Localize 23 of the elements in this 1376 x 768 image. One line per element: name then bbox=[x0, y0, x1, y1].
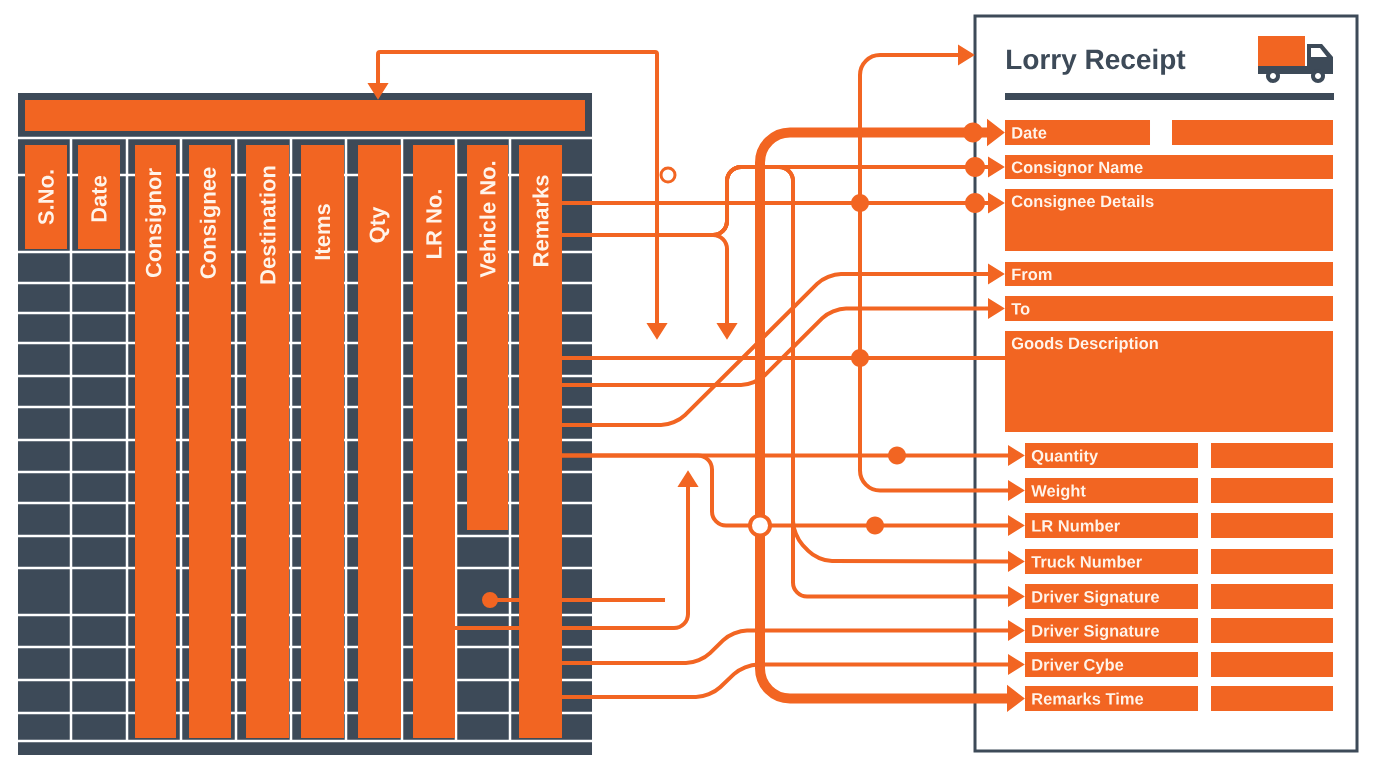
column-header: Qty bbox=[358, 145, 401, 738]
form-field: Consignee Details bbox=[1005, 189, 1333, 251]
column-header: Consignor bbox=[135, 145, 176, 738]
column-header: Consignee bbox=[189, 145, 231, 738]
input-field bbox=[1211, 618, 1333, 643]
input-field bbox=[1211, 584, 1333, 609]
column-header: S.No. bbox=[25, 145, 67, 249]
form-field: Remarks Time bbox=[1025, 686, 1198, 711]
column-header: LR No. bbox=[413, 145, 455, 738]
input-field bbox=[1211, 549, 1333, 574]
input-field bbox=[1211, 513, 1333, 538]
column-header: Items bbox=[301, 145, 344, 738]
input-field bbox=[1172, 120, 1333, 145]
input-field bbox=[1211, 443, 1333, 468]
input-field bbox=[1211, 652, 1333, 677]
form-title: Lorry Receipt bbox=[1007, 48, 1186, 75]
column-header: Destination bbox=[246, 145, 289, 738]
column-header: Date bbox=[78, 145, 120, 249]
column-header: Remarks bbox=[519, 145, 562, 738]
input-field bbox=[1211, 686, 1333, 711]
column-header: Vehicle No. bbox=[467, 145, 508, 530]
input-field bbox=[1211, 478, 1333, 503]
form-field: Goods Description bbox=[1005, 331, 1333, 432]
